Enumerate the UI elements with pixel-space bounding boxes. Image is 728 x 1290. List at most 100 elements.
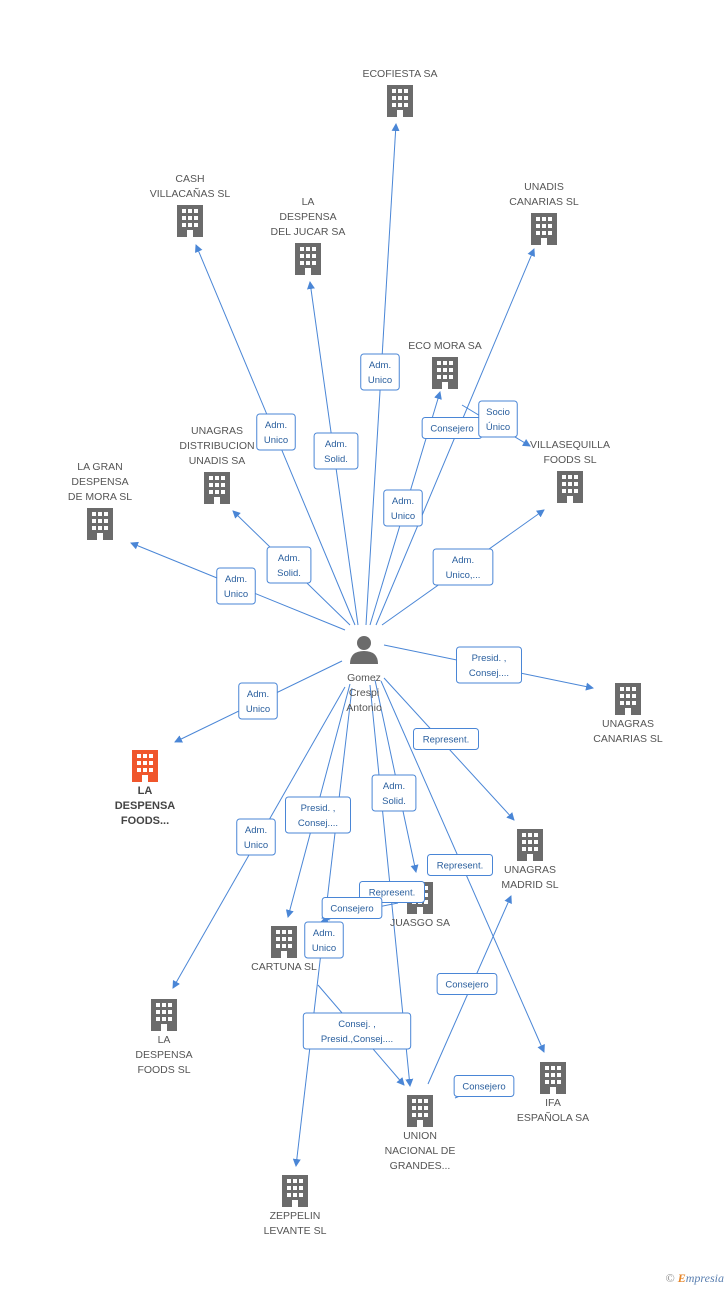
edge-label-gomez-unagras_mad[interactable]: Represent. xyxy=(413,728,479,750)
node-label: ECO MORA SA xyxy=(408,340,482,352)
brand-logo-e: E xyxy=(677,1271,686,1285)
edge-label-gomez-zeppelin[interactable]: Adm.Unico xyxy=(304,921,344,959)
copyright-icon: © xyxy=(665,1271,675,1285)
edge-label-text: Consejero xyxy=(430,424,473,435)
node-label: NACIONAL DE xyxy=(385,1145,456,1157)
node-label: VILLACAÑAS SL xyxy=(150,187,231,200)
edge-label-text: Represent. xyxy=(369,888,415,899)
edge-label-box xyxy=(266,546,312,584)
edge-label-union-ifa[interactable]: Consejero xyxy=(453,1075,515,1097)
building-icon xyxy=(387,85,413,117)
building-icon xyxy=(432,357,458,389)
edge-label-gomez-ifa[interactable]: Represent. xyxy=(427,854,493,876)
node-label: FOODS SL xyxy=(543,454,596,466)
edge-label-text: Unico xyxy=(224,589,248,600)
edge-label-text: Consej.... xyxy=(469,668,509,679)
node-label: CANARIAS SL xyxy=(593,733,663,745)
edge-label-text: Adm. xyxy=(313,928,335,939)
edge-label-box xyxy=(236,818,276,856)
edge-label-gomez-cartuna[interactable]: Presid. , Consej.... xyxy=(285,796,351,834)
node-label: LA xyxy=(138,785,153,797)
node-label: DESPENSA xyxy=(279,211,336,223)
edge-label-box xyxy=(413,728,479,750)
node-label: MADRID SL xyxy=(501,879,558,891)
node-label: ZEPPELIN xyxy=(270,1210,321,1222)
node-label: ESPAÑOLA SA xyxy=(517,1111,589,1124)
edge-label-gomez-villasequilla[interactable]: Adm.Unico,... xyxy=(432,548,494,586)
node-label: DESPENSA xyxy=(115,800,176,812)
edge-label-box xyxy=(371,774,417,812)
node-label: CASH xyxy=(175,173,204,185)
building-icon xyxy=(557,471,583,503)
node-label: LA xyxy=(302,196,315,208)
edge-label-text: Unico xyxy=(391,511,415,522)
edge-label-text: Represent. xyxy=(437,861,483,872)
node-label: UNADIS xyxy=(524,181,564,193)
edge-label-gomez-juasgo[interactable]: Adm. Solid. xyxy=(371,774,417,812)
node-label: DE MORA SL xyxy=(68,491,132,503)
node-ecomora[interactable]: ECO MORA SA xyxy=(408,340,482,389)
edge-label-gomez-gran_despensa[interactable]: Adm.Unico xyxy=(216,567,256,605)
edge-label-gomez-despensa_foods_sl[interactable]: Adm.Unico xyxy=(236,818,276,856)
edge-label-union-unagras_mad[interactable]: Consejero xyxy=(436,973,498,995)
edge-label-gomez-ecofiesta[interactable]: Adm.Unico xyxy=(360,353,400,391)
edge-label-text: Adm. xyxy=(383,781,405,792)
node-label: DEL JUCAR SA xyxy=(271,226,346,238)
edge-label-text: Unico xyxy=(264,435,288,446)
building-icon xyxy=(407,1095,433,1127)
node-label: DESPENSA xyxy=(71,476,128,488)
node-union[interactable]: UNION NACIONAL DE GRANDES... xyxy=(385,1095,456,1172)
edge-label-gomez-jucar[interactable]: Adm.Solid. xyxy=(313,432,359,470)
edge-label-text: Consejero xyxy=(445,980,488,991)
node-ecofiesta[interactable]: ECOFIESTA SA xyxy=(362,68,438,117)
node-label: FOODS SL xyxy=(137,1064,190,1076)
node-cash[interactable]: CASH VILLACAÑAS SL xyxy=(150,173,231,237)
edge-label-gomez-unagras_can[interactable]: Presid. ,Consej.... xyxy=(456,646,522,684)
edge-label-gomez-despensa_foods_focus[interactable]: Adm.Unico xyxy=(238,682,278,720)
building-icon xyxy=(540,1062,566,1094)
edge-label-text: Adm. xyxy=(369,360,391,371)
edge-label-box xyxy=(383,489,423,527)
edge-label-text: Presid. , xyxy=(301,803,336,814)
edge-label-box xyxy=(302,1012,412,1050)
edge-label-text: Adm. xyxy=(247,689,269,700)
node-cartuna[interactable]: CARTUNA SL xyxy=(251,926,317,973)
edge-label-box xyxy=(453,1075,515,1097)
node-label: UNION xyxy=(403,1130,437,1142)
edge-label-gomez-cash[interactable]: Adm. Unico xyxy=(256,413,296,451)
edge-label-gomez-unagras_dist[interactable]: Adm.Solid. xyxy=(266,546,312,584)
footer-brand: © Empresia xyxy=(666,1271,724,1286)
node-jucar[interactable]: LA DESPENSA DEL JUCAR SA xyxy=(271,196,346,275)
edge-label-gomez-ecomora[interactable]: Adm.Unico xyxy=(383,489,423,527)
edge-label-box xyxy=(216,567,256,605)
edge-label-text: Consej.... xyxy=(298,818,338,829)
edge-label-cartuna-union[interactable]: Consej. ,Presid.,Consej.... xyxy=(302,1012,412,1050)
building-icon xyxy=(177,205,203,237)
edge-label-juasgo-cartuna[interactable]: Consejero xyxy=(321,897,383,919)
building-icon xyxy=(282,1175,308,1207)
edge-label-text: Solid. xyxy=(382,796,406,807)
edge-label-box xyxy=(313,432,359,470)
edge-label-box xyxy=(285,796,351,834)
node-label: UNADIS SA xyxy=(189,455,246,467)
node-despensa_foods_focus[interactable]: LADESPENSAFOODS... xyxy=(115,750,176,827)
building-icon xyxy=(87,508,113,540)
node-juasgo[interactable]: JUASGO SA xyxy=(390,882,450,929)
edge-label-gomez-unadis_can[interactable]: Consejero xyxy=(421,417,483,439)
edge-label-text: Adm. xyxy=(265,420,287,431)
node-label: GRANDES... xyxy=(390,1160,451,1172)
node-label: Gomez xyxy=(347,672,381,684)
